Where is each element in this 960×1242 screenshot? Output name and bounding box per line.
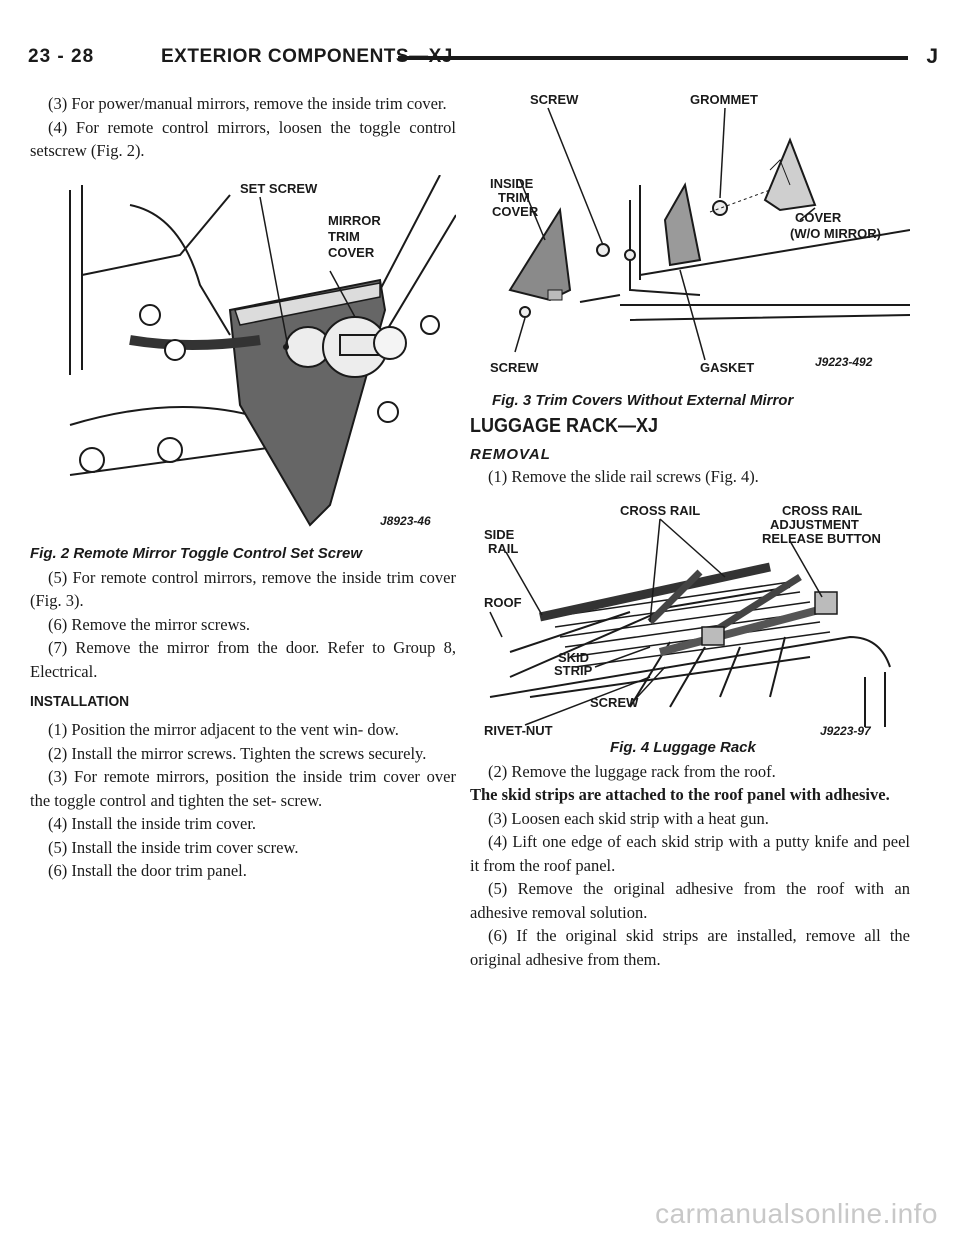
watermark: carmanualsonline.info [655,1198,938,1229]
figure-caption: Fig. 2 Remote Mirror Toggle Control Set … [30,544,362,562]
label-side: SIDE [484,527,515,542]
figure-id: J9223-97 [820,724,872,737]
step-text: (5) For remote control mirrors, remove t… [30,567,456,611]
step-text: (4) For remote control mirrors, loosen t… [30,117,456,161]
label-rail: RAIL [488,541,518,556]
step-text: (6) Remove the mirror screws. [48,614,251,634]
luggage-rack-illustration: CROSS RAIL CROSS RAIL ADJUSTMENT RELEASE… [484,503,891,737]
label-cross-rail-adj-3: RELEASE BUTTON [762,531,881,546]
step-text: (5) Remove the original adhesive from th… [470,879,910,922]
figure-4: CROSS RAIL CROSS RAIL ADJUSTMENT RELEASE… [470,497,910,756]
label-cross-rail-adj-2: ADJUSTMENT [770,517,859,532]
label-screw-top: SCREW [530,92,579,107]
header-rule [398,56,908,60]
step-text: (6) Install the door trim panel. [48,861,247,880]
label-cover: COVER [492,204,539,219]
label-gasket: GASKET [700,360,754,375]
label-screw-bottom: SCREW [490,360,539,375]
label-strip: STRIP [554,663,593,678]
step-text: (5) Install the inside trim cover screw. [48,837,299,857]
brand-letter: J [926,45,938,68]
step-text: (3) For power/manual mirrors, remove the… [48,94,447,113]
label-roof: ROOF [484,595,522,610]
figure-id: J8923-46 [380,514,431,528]
label-set-screw: SET SCREW [240,181,318,196]
figure-caption: Fig. 4 Luggage Rack [610,738,756,756]
label-trim: TRIM [498,190,530,205]
label-wo-mirror: (W/O MIRROR) [790,226,881,241]
label-cross-rail: CROSS RAIL [620,503,700,518]
page-header: 23 - 28 EXTERIOR COMPONENTS—XJ J [20,44,942,74]
figure-id: J9223-492 [815,355,873,369]
step-text: (7) Remove the mirror from the door. Ref… [30,638,456,681]
label-grommet: GROMMET [690,92,758,107]
installation-heading: INSTALLATION [30,693,130,710]
label-screw: SCREW [590,695,639,710]
label-trim: TRIM [328,229,360,244]
label-mirror: MIRROR [328,213,381,228]
label-cover-wo: COVER [795,210,842,225]
label-rivet-nut: RIVET-NUT [484,723,553,737]
figure-caption: Fig. 3 Trim Covers Without External Mirr… [492,392,794,409]
page-number: 23 - 28 [28,46,95,67]
step-text: (3) For remote mirrors, position the ins… [30,767,456,810]
step-text: (4) Lift one edge of each skid strip wit… [470,832,910,875]
right-column: SCREW GROMMET INSIDE TRIM COVER COVER (W… [470,90,910,971]
left-column: (3) For power/manual mirrors, remove the… [30,92,456,883]
label-inside: INSIDE [490,176,534,191]
bold-note: The skid strips are attached to the roof… [470,785,890,804]
step-text: (4) Install the inside trim cover. [48,814,257,833]
label-cross-rail-adj-1: CROSS RAIL [782,503,862,518]
trim-covers-illustration: SCREW GROMMET INSIDE TRIM COVER COVER (W… [490,92,910,375]
label-skid: SKID [558,650,589,665]
step-text: (2) Remove the luggage rack from the roo… [488,761,776,781]
step-text: (3) Loosen each skid strip with a heat g… [488,808,769,828]
remote-mirror-illustration: SET SCREW MIRROR TRIM COVER J8923-46 [69,174,456,528]
step-text: (6) If the original skid strips are inst… [470,926,910,969]
removal-heading: REMOVAL [470,446,551,463]
page-title: EXTERIOR COMPONENTS—XJ [161,46,453,67]
step-text: (2) Install the mirror screws. Tighten t… [48,743,427,763]
step-text: (1) Position the mirror adjacent to the … [48,720,399,739]
figure-3: SCREW GROMMET INSIDE TRIM COVER COVER (W… [470,90,910,409]
figure-2: SET SCREW MIRROR TRIM COVER J8923-46 Fig… [30,174,456,562]
label-cover: COVER [328,245,375,260]
step-text: (1) Remove the slide rail screws (Fig. 4… [488,467,759,486]
section-heading: LUGGAGE RACK—XJ [470,415,659,437]
